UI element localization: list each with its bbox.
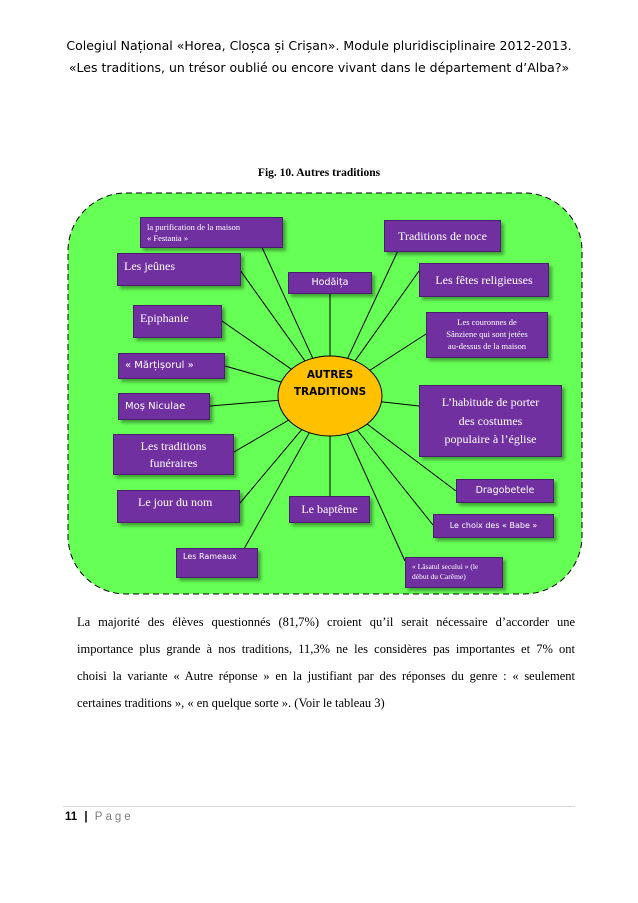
- center-line-2: TRADITIONS: [293, 385, 367, 398]
- center-ellipse: [277, 355, 383, 437]
- node-martisorul-label: « Mărțișorul »: [125, 360, 194, 372]
- node-funeraires: Les traditions funéraires: [113, 434, 234, 475]
- body-line-3: choisi la variante « Autre réponse » en …: [77, 669, 575, 683]
- node-hodaita-label: Hodăița: [311, 276, 349, 288]
- node-choix-babe: Le choix des « Babe »: [433, 514, 554, 538]
- body-line-4: certaines traditions », « en quelque sor…: [77, 696, 385, 710]
- node-mos-niculae-label: Moș Niculae: [125, 400, 186, 412]
- node-jeunes: Les jeûnes: [117, 253, 241, 286]
- node-choix-babe-label: Le choix des « Babe »: [449, 520, 538, 530]
- header-line-1: Colegiul Național «Horea, Cloșca și Criș…: [66, 38, 572, 53]
- node-couronnes-line1: Les couronnes de: [457, 317, 517, 328]
- node-bapteme: Le baptême: [289, 496, 370, 523]
- node-jour-du-nom-label: Le jour du nom: [138, 495, 213, 509]
- node-hodaita: Hodăița: [288, 272, 372, 294]
- node-habitude-line2: des costumes: [458, 413, 523, 428]
- node-martisorul: « Mărțișorul »: [118, 353, 225, 379]
- body-line-2: importance plus grande à nos traditions,…: [77, 642, 575, 656]
- figure-caption: Fig. 10. Autres traditions: [257, 167, 381, 179]
- node-lasatul-line1: « Lăsatul secului » (le: [412, 562, 479, 571]
- node-dragobetele-label: Dragobetele: [475, 484, 535, 496]
- center-line-1: AUTRES: [306, 369, 354, 381]
- node-epiphanie: Epiphanie: [133, 305, 222, 338]
- header-line-2: «Les traditions, un trésor oublié ou enc…: [68, 60, 570, 75]
- node-funeraires-line2: funéraires: [149, 455, 198, 470]
- node-dragobetele: Dragobetele: [456, 479, 554, 503]
- node-jour-du-nom: Le jour du nom: [117, 490, 240, 523]
- node-purification: la purification de la maison « Festania …: [140, 217, 283, 248]
- page-number: 11: [65, 811, 78, 823]
- node-fetes-label: Les fêtes religieuses: [435, 272, 533, 287]
- node-bapteme-label: Le baptême: [301, 502, 358, 517]
- footer-divider: [63, 806, 575, 807]
- node-lasatul-line2: début du Carême): [412, 572, 466, 582]
- node-noce: Traditions de noce: [384, 220, 501, 252]
- body-line-1: La majorité des élèves questionnés (81,7…: [77, 615, 575, 629]
- node-jeunes-label: Les jeûnes: [124, 259, 175, 273]
- node-mos-niculae: Moș Niculae: [118, 393, 210, 420]
- node-habitude-line1: L’habitude de porter: [441, 395, 540, 410]
- node-rameaux: Les Rameaux: [176, 548, 258, 578]
- node-couronnes-line3: au-dessus de la maison: [447, 340, 527, 351]
- footer-separator: |: [84, 811, 88, 823]
- footer: 11 | Page: [65, 811, 134, 823]
- node-fetes: Les fêtes religieuses: [419, 263, 549, 297]
- node-couronnes-line2: Sânziene qui sont jetées: [446, 329, 528, 340]
- page-label: Page: [94, 811, 134, 823]
- node-rameaux-label: Les Rameaux: [183, 552, 237, 561]
- body-paragraph: La majorité des élèves questionnés (81,7…: [77, 609, 575, 717]
- node-lasatul: « Lăsatul secului » (le début du Carême): [405, 557, 503, 588]
- center-node: AUTRES TRADITIONS: [280, 357, 380, 435]
- node-couronnes: Les couronnes de Sânziene qui sont jetée…: [426, 312, 548, 358]
- node-epiphanie-label: Epiphanie: [140, 311, 189, 325]
- node-funeraires-line1: Les traditions: [140, 439, 207, 454]
- node-habitude-line3: populaire à l’église: [444, 432, 537, 447]
- node-purification-line2: « Festania »: [147, 233, 189, 244]
- node-habitude: L’habitude de porter des costumes popula…: [419, 385, 562, 457]
- node-purification-line1: la purification de la maison: [147, 222, 240, 232]
- node-noce-label: Traditions de noce: [398, 228, 487, 243]
